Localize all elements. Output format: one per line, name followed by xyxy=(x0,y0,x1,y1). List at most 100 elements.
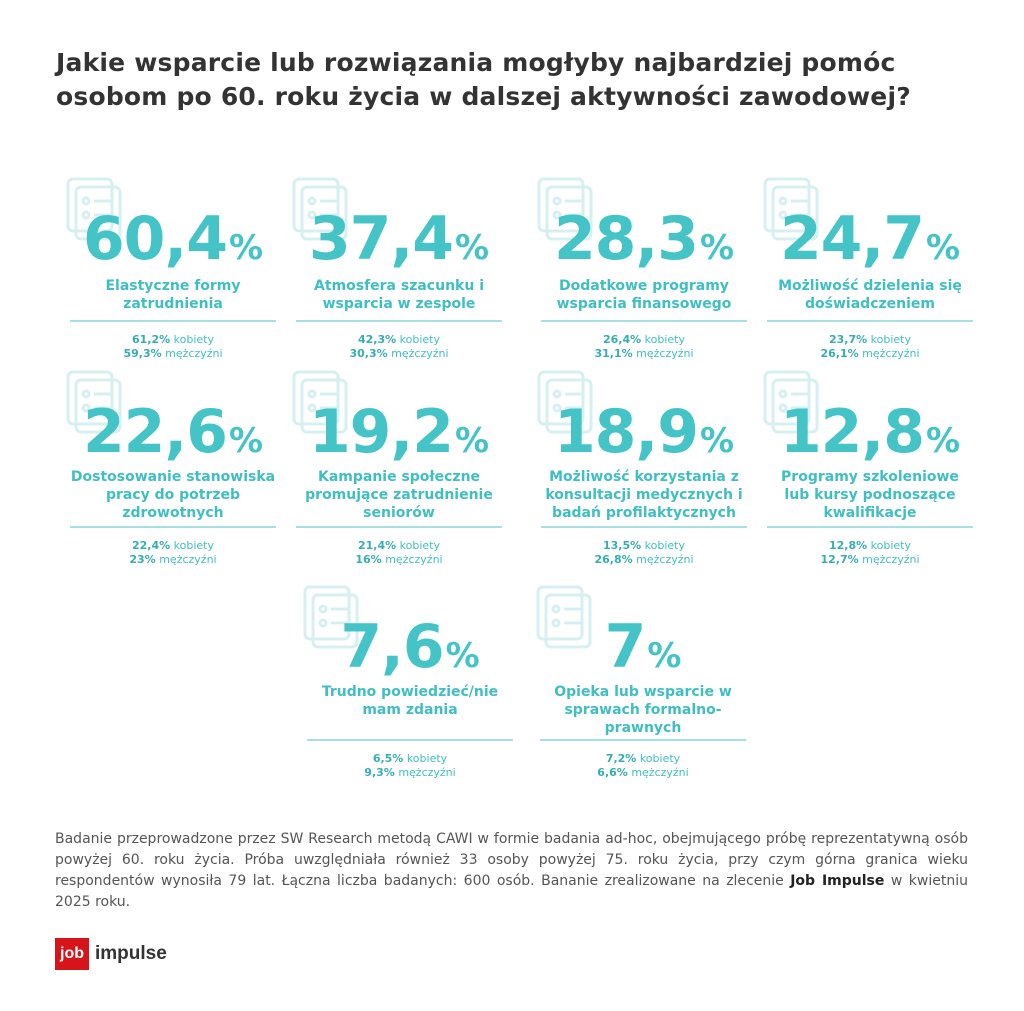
divider xyxy=(540,739,746,741)
men-label: mężczyźni xyxy=(636,347,694,360)
stat-number: 7 xyxy=(604,612,647,682)
women-value: 42,3% xyxy=(357,333,397,346)
stat-number: 12,8 xyxy=(779,397,925,467)
divider xyxy=(70,320,276,322)
women-stat: 6,5% kobiety xyxy=(307,752,513,766)
men-value: 12,7% xyxy=(820,553,859,566)
men-value: 16% xyxy=(355,553,382,566)
men-stat: 12,7% mężczyźni xyxy=(767,553,973,567)
men-label: mężczyźni xyxy=(159,553,217,566)
women-stat: 7,2% kobiety xyxy=(540,752,746,766)
stat-number: 18,9 xyxy=(553,397,699,467)
page-title: Jakie wsparcie lub rozwiązania mogłyby n… xyxy=(56,48,911,111)
men-stat: 26,1% mężczyźni xyxy=(767,347,973,361)
stat-label: Możliwość dzielenia się doświadczeniem xyxy=(778,278,962,312)
percent-sign: % xyxy=(228,228,264,268)
women-stat: 26,4% kobiety xyxy=(541,333,747,347)
medical-hand-icon xyxy=(535,368,615,438)
stat-label: Kampanie społeczne promujące zatrudnieni… xyxy=(305,469,493,521)
stat-number: 28,3 xyxy=(553,204,699,274)
women-label: kobiety xyxy=(173,333,214,346)
women-stat: 42,3% kobiety xyxy=(296,333,502,347)
women-value: 23,7% xyxy=(828,333,868,346)
women-stat: 23,7% kobiety xyxy=(767,333,973,347)
stat-card: 12,8% Programy szkoleniowe lub kursy pod… xyxy=(763,370,973,567)
men-stat: 9,3% mężczyźni xyxy=(307,766,513,780)
women-label: kobiety xyxy=(173,539,214,552)
men-value: 59,3% xyxy=(123,347,162,360)
women-stat: 61,2% kobiety xyxy=(70,333,276,347)
percent-sign: % xyxy=(699,421,735,461)
stat-value: 24,7% xyxy=(767,205,973,273)
women-stat: 13,5% kobiety xyxy=(541,539,747,553)
percent-sign: % xyxy=(454,228,490,268)
women-value: 7,2% xyxy=(605,752,637,765)
men-label: mężczyźni xyxy=(165,347,223,360)
men-value: 6,6% xyxy=(597,766,628,779)
women-stat: 22,4% kobiety xyxy=(70,539,276,553)
percent-sign: % xyxy=(925,228,961,268)
men-label: mężczyźni xyxy=(631,766,689,779)
job-impulse-logo: job impulse xyxy=(55,938,167,970)
percent-sign: % xyxy=(228,421,264,461)
divider xyxy=(541,320,747,322)
men-value: 31,1% xyxy=(594,347,633,360)
women-value: 26,4% xyxy=(602,333,642,346)
stat-card: 19,2% Kampanie społeczne promujące zatru… xyxy=(292,370,502,567)
checklist-icon xyxy=(64,175,144,245)
women-label: kobiety xyxy=(644,333,685,346)
stat-label: Możliwość korzystania z konsultacji medy… xyxy=(545,469,743,521)
women-stat: 12,8% kobiety xyxy=(767,539,973,553)
men-label: mężczyźni xyxy=(862,347,920,360)
percent-sign: % xyxy=(925,421,961,461)
stat-number: 37,4 xyxy=(308,204,454,274)
stat-label: Dostosowanie stanowiska pracy do potrzeb… xyxy=(70,469,276,521)
men-value: 9,3% xyxy=(364,766,395,779)
women-value: 22,4% xyxy=(131,539,171,552)
stat-value: 12,8% xyxy=(767,398,973,466)
hands-icon xyxy=(290,175,370,245)
men-value: 26,8% xyxy=(594,553,633,566)
stat-label: Programy szkoleniowe lub kursy podnosząc… xyxy=(781,469,959,521)
women-stat: 21,4% kobiety xyxy=(296,539,502,553)
stat-number: 22,6 xyxy=(82,397,228,467)
stat-value: 7,6% xyxy=(307,613,513,681)
stat-number: 24,7 xyxy=(779,204,925,274)
stat-label: Atmosfera szacunku i wsparcia w zespole xyxy=(314,278,484,312)
footnote-text: Badanie przeprowadzone przez SW Research… xyxy=(55,831,968,889)
men-label: mężczyźni xyxy=(391,347,449,360)
women-label: kobiety xyxy=(644,539,685,552)
divider xyxy=(296,526,502,528)
men-label: mężczyźni xyxy=(636,553,694,566)
legal-hand-icon xyxy=(534,583,614,653)
stat-card: 60,4% Elastyczne formy zatrudnienia 61,2… xyxy=(66,177,276,361)
men-value: 26,1% xyxy=(820,347,859,360)
stat-value: 37,4% xyxy=(296,205,502,273)
percent-sign: % xyxy=(445,636,480,676)
women-label: kobiety xyxy=(639,752,681,765)
stat-value: 60,4% xyxy=(70,205,276,273)
divider xyxy=(767,526,973,528)
footnote-text-end: w kwietniu 2025 roku. xyxy=(55,873,968,910)
stat-card: 24,7% Możliwość dzielenia się doświadcze… xyxy=(763,177,973,361)
divider xyxy=(767,320,973,322)
divider xyxy=(70,526,276,528)
stat-number: 7,6 xyxy=(340,612,444,682)
divider xyxy=(541,526,747,528)
men-stat: 26,8% mężczyźni xyxy=(541,553,747,567)
women-value: 21,4% xyxy=(357,539,397,552)
men-stat: 30,3% mężczyźni xyxy=(296,347,502,361)
health-cross-icon xyxy=(64,368,144,438)
stat-card: 22,6% Dostosowanie stanowiska pracy do p… xyxy=(66,370,276,567)
stat-label: Dodatkowe programy wsparcia finansowego xyxy=(556,278,732,312)
footnote: Badanie przeprowadzone przez SW Research… xyxy=(55,829,968,913)
stat-value: 7% xyxy=(540,613,746,681)
percent-sign: % xyxy=(699,228,735,268)
logo-text: impulse xyxy=(95,943,167,964)
men-stat: 59,3% mężczyźni xyxy=(70,347,276,361)
stat-number: 60,4 xyxy=(82,204,228,274)
divider xyxy=(296,320,502,322)
men-stat: 6,6% mężczyźni xyxy=(540,766,746,780)
stat-card: 7% Opieka lub wsparcie w sprawach formal… xyxy=(536,585,746,780)
